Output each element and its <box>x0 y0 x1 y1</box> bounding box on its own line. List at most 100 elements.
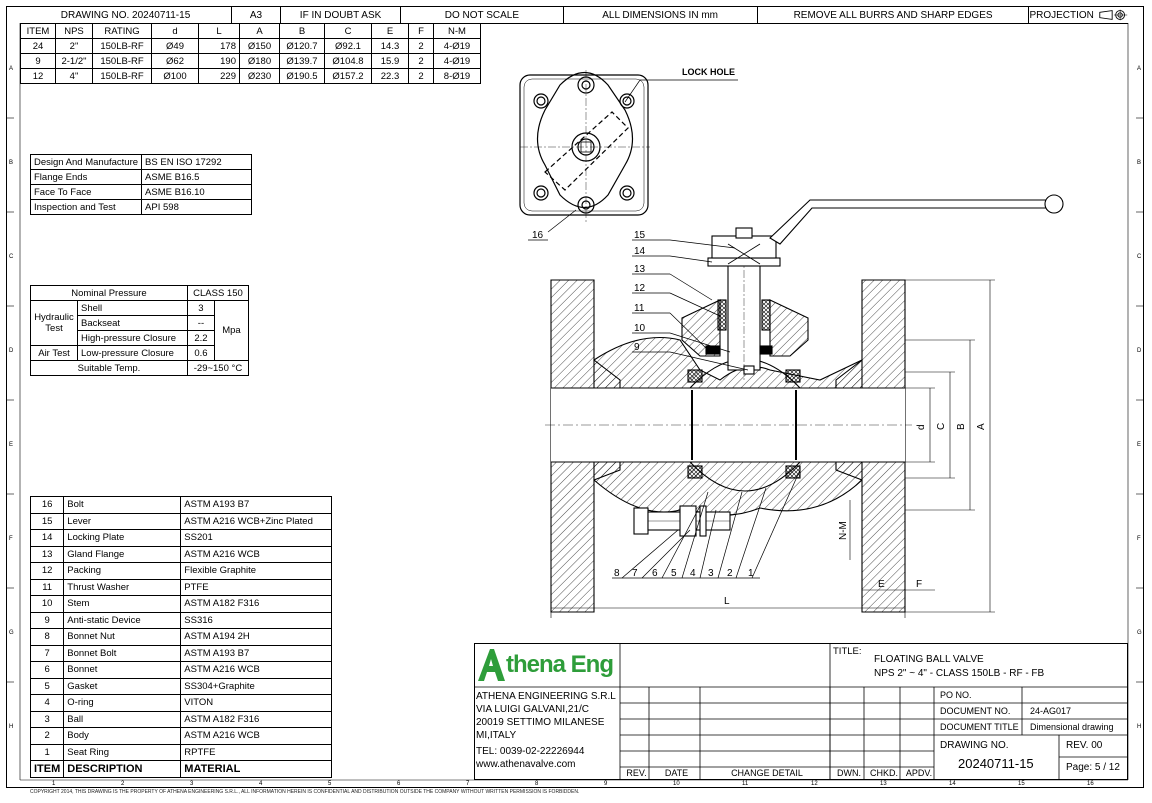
page-number: Page: 5 / 12 <box>1066 762 1120 773</box>
zone-letter: A <box>1137 66 1142 72</box>
zone-number: 11 <box>742 781 749 787</box>
company-web: www.athenavalve.com <box>476 759 576 770</box>
doc-title-value: Dimensional drawing <box>1030 722 1114 732</box>
zone-letter: H <box>9 724 14 730</box>
zone-number: 9 <box>604 781 608 787</box>
header-projection: PROJECTION <box>1029 7 1128 23</box>
sheet-border <box>6 6 1144 788</box>
doc-no-value: 24-AG017 <box>1030 706 1072 716</box>
dim-d: d <box>916 424 927 430</box>
header-scale: DO NOT SCALE <box>401 7 564 23</box>
size-cell: Ø100 <box>151 68 199 84</box>
drawing-no-value: 20240711-15 <box>958 756 1034 771</box>
zone-number: 6 <box>397 781 401 787</box>
size-cell: 150LB-RF <box>92 68 152 84</box>
company-address: ATHENA ENGINEERING S.R.L VIA LUIGI GALVA… <box>476 690 616 771</box>
zone-number: 1 <box>52 781 56 787</box>
title-block <box>474 643 1128 780</box>
rev-col-apdv: APDV. <box>905 768 933 778</box>
dimension-labels: L d C B A E F N-M <box>724 423 987 607</box>
section-view <box>545 194 1064 613</box>
dim-f: F <box>916 579 922 590</box>
callout-label: 3 <box>708 568 714 579</box>
callout-label: 15 <box>634 230 646 241</box>
rev-col-rev: REV. <box>626 768 647 778</box>
dim-e: E <box>878 579 885 590</box>
logo-a-icon <box>478 649 505 681</box>
doc-no-label: DOCUMENT NO. <box>940 706 1011 716</box>
part-item: 13 <box>29 545 65 563</box>
callout-label: 5 <box>671 568 677 579</box>
callout-label: 12 <box>634 283 646 294</box>
zone-letter: F <box>1137 536 1141 542</box>
zone-letter: G <box>1137 630 1142 636</box>
rev-col-dwn: DWN. <box>837 768 861 778</box>
callout-label: 14 <box>634 246 646 257</box>
zone-number: 15 <box>1018 781 1025 787</box>
parts-header-cell: ITEM <box>29 760 65 778</box>
zone-letter: C <box>9 254 14 260</box>
pressure-table: Nominal Pressure CLASS 150 Hydraulic Tes… <box>30 285 250 376</box>
zone-number: 4 <box>259 781 263 787</box>
header-drawing-no: DRAWING NO. 20240711-15 <box>20 7 233 23</box>
zone-letter: E <box>1137 442 1142 448</box>
callout-label: 10 <box>634 323 646 334</box>
temp-label: Suitable Temp. <box>30 360 188 376</box>
size-cell: 8-Ø19 <box>433 68 481 84</box>
title-line-1: FLOATING BALL VALVE <box>874 654 984 665</box>
dim-a: A <box>976 423 987 430</box>
callout-label: 6 <box>652 568 658 579</box>
zone-letter: B <box>9 160 14 166</box>
revision-header: REV. DATE CHANGE DETAIL DWN. CHKD. APDV. <box>622 768 936 778</box>
company-logo: thena Eng <box>476 645 618 685</box>
rev-col-date: DATE <box>664 768 689 778</box>
header-bar: DRAWING NO. 20240711-15 A3 IF IN DOUBT A… <box>20 7 1128 24</box>
callout-16: 16 <box>532 230 544 241</box>
leader-lines <box>612 239 801 579</box>
callout-label: 4 <box>690 568 696 579</box>
zone-number: 7 <box>466 781 470 787</box>
company-line-3: 20019 SETTIMO MILANESE <box>476 717 605 728</box>
zone-number: 13 <box>880 781 887 787</box>
dimension-lines <box>550 279 995 618</box>
logo-text: thena Eng <box>506 651 614 678</box>
lock-hole-label: LOCK HOLE <box>682 67 735 77</box>
part-item: 9 <box>29 611 65 629</box>
size-cell: 12 <box>20 68 56 84</box>
zone-number: 3 <box>190 781 194 787</box>
drawing-no-label: DRAWING NO. <box>940 740 1009 751</box>
top-view <box>519 70 738 241</box>
rev-value: REV. 00 <box>1066 740 1103 751</box>
header-size: A3 <box>232 7 281 23</box>
callout-label: 7 <box>632 568 638 579</box>
zone-letter: D <box>1137 348 1142 354</box>
size-cell: Ø230 <box>239 68 280 84</box>
zone-letter: C <box>1137 254 1142 260</box>
zone-letter: D <box>9 348 14 354</box>
callout-label: 11 <box>634 303 645 314</box>
dim-l: L <box>724 596 730 607</box>
zone-number: 8 <box>535 781 539 787</box>
rev-col-chkd: CHKD. <box>869 768 898 778</box>
projection-label: PROJECTION <box>1029 9 1094 21</box>
projection-symbol-icon <box>1099 9 1128 21</box>
zone-letter: B <box>1137 160 1142 166</box>
dim-nm: N-M <box>838 521 849 540</box>
zone-number: 12 <box>811 781 818 787</box>
zone-number: 10 <box>673 781 680 787</box>
part-item: 7 <box>29 644 65 662</box>
company-line-1: ATHENA ENGINEERING S.R.L <box>476 691 616 702</box>
header-burrs: REMOVE ALL BURRS AND SHARP EDGES <box>758 7 1030 23</box>
